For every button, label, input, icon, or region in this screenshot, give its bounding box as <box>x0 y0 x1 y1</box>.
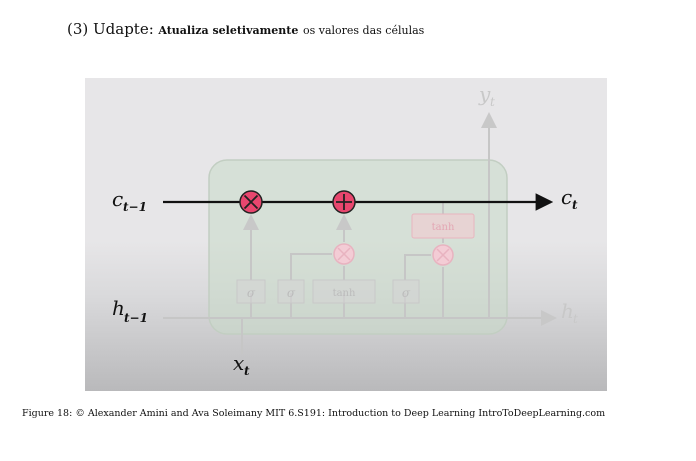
svg-text:σ: σ <box>402 286 411 300</box>
gate-tanh-output: tanh <box>411 213 475 239</box>
svg-text:t: t <box>573 312 578 326</box>
svg-text:c: c <box>561 185 572 209</box>
label-c-prev: c t−1 <box>112 187 147 214</box>
svg-text:σ: σ <box>287 286 296 300</box>
label-y: y t <box>478 82 495 109</box>
svg-text:tanh: tanh <box>432 222 455 233</box>
faded-wiring <box>163 112 557 354</box>
gate-tanh: tanh <box>312 279 376 304</box>
svg-text:h: h <box>112 296 125 320</box>
gate-sigma2: σ <box>277 279 305 304</box>
lstm-diagram: σ σ tanh σ tanh <box>112 82 578 378</box>
step-label: (3) Udapte: <box>67 20 154 38</box>
lstm-cell-body <box>208 159 508 335</box>
label-h-next: h t <box>561 299 578 326</box>
svg-text:t: t <box>244 364 250 378</box>
svg-text:t: t <box>572 198 578 212</box>
heading-bold-text: Atualiza seletivamente <box>158 24 299 37</box>
input-multiply-icon <box>333 243 355 265</box>
svg-text:c: c <box>112 187 123 211</box>
svg-text:x: x <box>233 351 244 375</box>
lstm-figure: σ σ tanh σ tanh <box>85 78 607 391</box>
gate-sigma3: σ <box>392 279 420 304</box>
svg-text:y: y <box>478 82 491 106</box>
svg-text:tanh: tanh <box>333 288 356 299</box>
label-h-prev: h t−1 <box>112 296 148 325</box>
svg-text:t−1: t−1 <box>123 200 147 214</box>
label-x: x t <box>233 351 250 378</box>
svg-text:σ: σ <box>247 286 256 300</box>
gate-sigma1: σ <box>236 279 266 304</box>
svg-text:t−1: t−1 <box>124 311 148 325</box>
output-multiply-icon <box>432 244 454 266</box>
update-add-icon <box>332 190 356 214</box>
heading-text: os valores das células <box>302 24 425 37</box>
svg-text:t: t <box>490 95 495 109</box>
label-c-next: c t <box>561 185 578 212</box>
section-heading: (3) Udapte: Atualiza seletivamente os va… <box>67 20 424 38</box>
figure-caption: Figure 18: © Alexander Amini and Ava Sol… <box>22 408 606 419</box>
forget-multiply-icon <box>239 190 263 214</box>
svg-text:h: h <box>561 299 574 323</box>
